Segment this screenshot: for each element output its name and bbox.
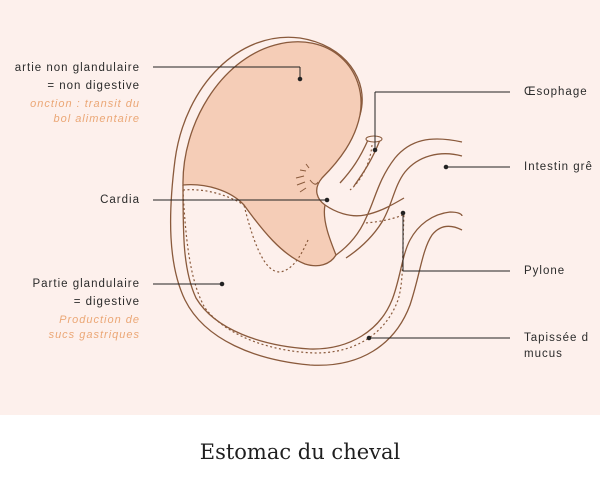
label-intestine: Intestin grê <box>524 161 593 173</box>
outer-stomach-wall <box>169 36 463 366</box>
label-mucus-1: Tapissée d <box>524 332 589 344</box>
diagram-area: artie non glandulaire = non digestive on… <box>0 0 600 415</box>
label-non-glandular-2: = non digestive <box>47 80 140 92</box>
footer: Estomac du cheval <box>0 415 600 480</box>
label-non-glandular-1: artie non glandulaire <box>14 62 140 74</box>
oesophagus-opening <box>365 135 383 143</box>
oesophagus-dotted <box>349 144 373 191</box>
label-pylorus: Pylone <box>524 265 566 277</box>
horse-stomach-diagram <box>153 36 510 366</box>
oesophagus-tube <box>339 139 381 187</box>
note-non-glandular-2: bol alimentaire <box>53 113 140 125</box>
label-cardia: Cardia <box>100 194 140 206</box>
intestine-loop <box>324 138 463 259</box>
note-glandular-1: Production de <box>59 314 140 326</box>
note-glandular-2: sucs gastriques <box>48 329 140 341</box>
label-glandular-1: Partie glandulaire <box>32 278 140 290</box>
label-glandular-2: = digestive <box>73 296 140 308</box>
leader-lines <box>153 66 510 341</box>
label-oesophagus: Œsophage <box>524 86 588 98</box>
note-non-glandular-1: onction : transit du <box>30 98 140 110</box>
inner-glandular-wall <box>182 184 463 350</box>
non-glandular-region <box>182 41 362 267</box>
cardia-rays <box>295 163 319 193</box>
label-mucus-2: mucus <box>524 348 563 360</box>
diagram-title: Estomac du cheval <box>199 439 401 464</box>
mucus-lining-dotted <box>182 189 405 354</box>
